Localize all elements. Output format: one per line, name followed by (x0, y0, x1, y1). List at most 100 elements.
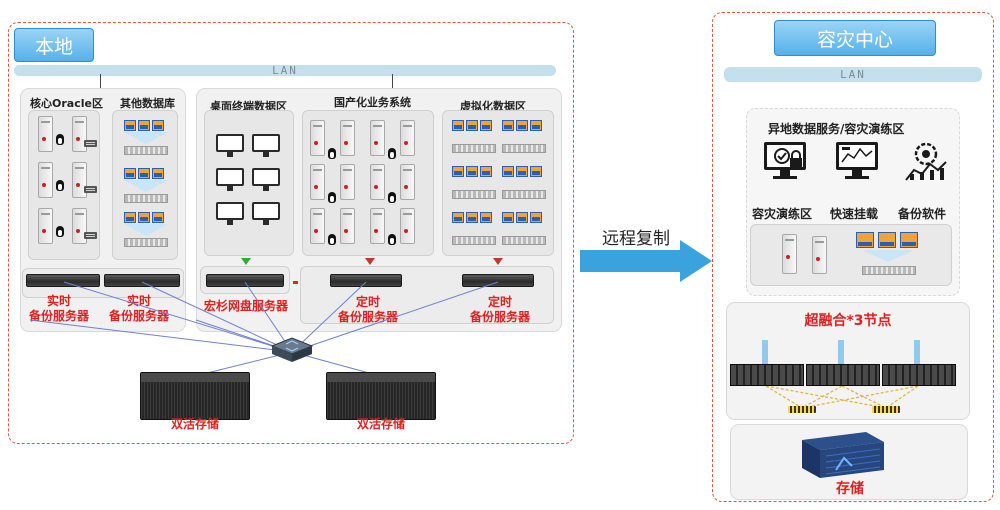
dr-storage-array-icon (802, 432, 884, 478)
app-os-card-icon (466, 166, 478, 177)
app-os-card-icon (452, 120, 464, 131)
active-storage-2 (326, 372, 436, 420)
hci-uplink (914, 340, 920, 364)
server-tower-icon (400, 120, 415, 156)
scheduled-1-line1: 定时 (355, 295, 380, 309)
app-os-card-icon (530, 166, 542, 177)
realtime-2-line2: 备份服务器 (108, 309, 169, 323)
active-storage-label-2: 双活存储 (356, 417, 405, 431)
app-os-card-icon (516, 212, 528, 223)
server-tower-icon (72, 162, 87, 198)
app-os-card-icon (516, 166, 528, 177)
active-storage-1 (140, 372, 250, 420)
app-os-card-icon (480, 212, 492, 223)
link-line (291, 281, 367, 353)
link-line (841, 386, 887, 409)
hongshan-server-label: 宏杉网盘服务器 (203, 299, 288, 313)
zone-label-oracle: 核心Oracle区 (30, 97, 103, 110)
linux-penguin-icon (387, 148, 397, 160)
server-tower-icon (310, 164, 325, 200)
storage-shelf-icon (452, 144, 496, 153)
linux-penguin-icon (55, 134, 65, 146)
app-os-card-icon (516, 120, 528, 131)
server-tower-icon (370, 164, 385, 200)
app-os-card-icon (152, 212, 164, 223)
storage-shelf-icon (502, 144, 546, 153)
app-os-card-icon (502, 212, 514, 223)
app-os-card-icon (152, 120, 164, 131)
app-os-card-icon (502, 166, 514, 177)
server-tower-icon (340, 208, 355, 244)
app-os-card-icon (138, 212, 150, 223)
scheduled-2-line2: 备份服务器 (469, 310, 530, 324)
server-tower-icon (38, 162, 53, 198)
server-tower-icon (370, 120, 385, 156)
server-tower-icon (38, 116, 53, 152)
realtime-1-line1: 实时 (46, 294, 71, 308)
dr-region (712, 12, 994, 502)
funnel-icon (124, 180, 168, 192)
link-line (765, 386, 803, 409)
realtime-backup-server-1 (26, 274, 100, 287)
dashboard-monitor-icon (836, 142, 878, 179)
rack-unit-icon (84, 140, 97, 147)
hci-node-2 (806, 364, 880, 386)
server-tower-icon (310, 120, 325, 156)
app-os-card-icon (530, 212, 542, 223)
server-tower-icon (400, 164, 415, 200)
zone-label-virtual: 虚拟化数据区 (460, 100, 526, 113)
monitor-icon (252, 168, 280, 191)
feature-label-drill: 容灾演练区 (752, 207, 813, 221)
app-os-card-icon (152, 168, 164, 179)
feature-label-backup: 备份软件 (898, 207, 947, 221)
app-os-card-icon (138, 120, 150, 131)
storage-shelf-icon (124, 194, 168, 203)
server-tower-icon (310, 208, 325, 244)
app-os-card-icon (900, 232, 918, 248)
local-title: 本地 (14, 28, 94, 62)
funnel-icon (124, 132, 168, 144)
core-switch-icon (268, 336, 316, 364)
funnel-icon (862, 250, 914, 262)
scheduled-backup-server-1 (330, 274, 402, 287)
app-os-card-icon (480, 166, 492, 177)
app-os-card-icon (856, 232, 874, 248)
realtime-backup-server-2 (104, 274, 180, 287)
lan-drop-right (392, 74, 393, 88)
server-tower-icon (340, 120, 355, 156)
link-line (801, 386, 919, 409)
storage-shelf-icon (124, 146, 168, 155)
scheduled-2-line1: 定时 (487, 295, 512, 309)
monitor-icon (216, 168, 244, 191)
server-tower-icon (400, 208, 415, 244)
hci-node-1 (730, 364, 804, 386)
dr-lan-bar: LAN (724, 67, 982, 82)
server-tower-icon (782, 234, 797, 274)
rack-unit-icon (84, 186, 97, 193)
server-tower-icon (38, 208, 53, 244)
app-os-card-icon (124, 120, 136, 131)
hci-switch-2 (872, 406, 900, 413)
hci-switch-1 (788, 406, 816, 413)
linux-penguin-icon (327, 234, 337, 246)
app-os-card-icon (530, 120, 542, 131)
app-os-card-icon (138, 168, 150, 179)
app-os-card-icon (466, 120, 478, 131)
link-line (801, 386, 843, 409)
linux-penguin-icon (55, 226, 65, 238)
connector-dash (293, 281, 298, 284)
link-line (29, 319, 293, 353)
hongshan-server (206, 274, 284, 287)
lan-drop-left (100, 74, 101, 88)
active-storage-label-1: 双活存储 (170, 417, 219, 431)
app-os-card-icon (124, 212, 136, 223)
dr-server-panel (750, 224, 952, 286)
app-os-card-icon (452, 166, 464, 177)
virtual-panel (442, 110, 554, 256)
monitor-lock-icon (764, 142, 806, 179)
monitor-icon (252, 134, 280, 157)
monitor-icon (252, 202, 280, 225)
funnel-icon (124, 224, 168, 236)
app-os-card-icon (452, 212, 464, 223)
monitor-icon (216, 202, 244, 225)
